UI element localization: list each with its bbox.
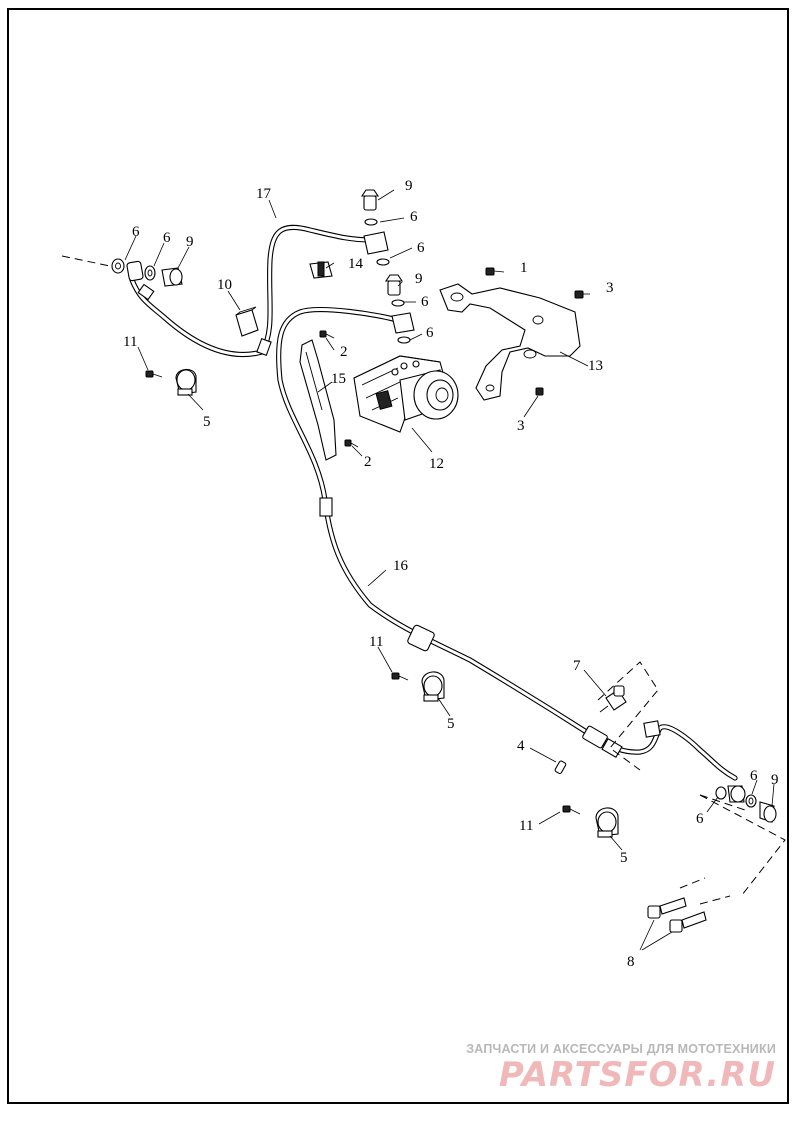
callout-4: 4 [517,738,525,754]
callout-11-top: 11 [123,334,137,350]
callout-8: 8 [627,954,635,970]
callout-7: 7 [573,658,581,674]
bolts-8 [647,897,707,933]
callout-6-right1: 6 [750,768,758,784]
leader-lines [124,189,775,951]
callout-6-right2: 6 [696,811,704,827]
watermark-logo: PARTSFOR.RU [498,1055,776,1095]
right-fittings [715,785,777,823]
callout-13: 13 [588,358,603,374]
reference-lines [61,255,786,905]
part-4-fitting [554,760,567,775]
callout-15: 15 [331,371,346,387]
brake-line-17 [129,224,375,358]
callout-5-bottom: 5 [620,850,628,866]
callout-12: 12 [429,456,444,472]
callout-6-left1: 6 [132,224,140,240]
abs-module-12 [353,355,459,433]
callout-9-right: 9 [771,772,779,788]
screws-2 [319,330,359,448]
part-10-block [235,306,259,337]
callout-11-bottom: 11 [519,818,533,834]
callout-9-mid: 9 [415,271,423,287]
brake-line-16 [276,307,738,781]
callout-5-mid: 5 [447,716,455,732]
upper-center-fittings [309,189,415,344]
clamp-5-middle [391,671,445,702]
clamp-5-lower [562,805,619,838]
callout-6-top2: 6 [417,240,425,256]
sensor-7 [599,685,627,713]
callout-6-top: 6 [410,209,418,225]
callout-9-left: 9 [186,234,194,250]
diagram-frame [7,8,789,1104]
callout-9-top: 9 [405,178,413,194]
callout-16: 16 [393,558,409,574]
callout-labels: 17 9 6 6 14 9 6 6 1 3 13 3 6 6 9 10 11 5… [123,178,779,970]
callout-6-mid2: 6 [426,325,434,341]
callout-14: 14 [348,256,364,272]
callout-10: 10 [217,277,232,293]
callout-3-top: 3 [606,280,614,296]
clamp-5-upper [145,368,197,396]
callout-1: 1 [520,260,528,276]
watermark: ЗАПЧАСТИ И АКСЕССУАРЫ ДЛЯ МОТОТЕХНИКИ PA… [466,1042,776,1094]
callout-11-mid: 11 [369,634,383,650]
watermark-tagline: ЗАПЧАСТИ И АКСЕССУАРЫ ДЛЯ МОТОТЕХНИКИ [466,1042,776,1056]
callout-2-bottom: 2 [364,454,372,470]
callout-6-left2: 6 [163,230,171,246]
bracket-13 [439,267,590,401]
left-fittings [111,258,183,287]
callout-3-bottom: 3 [517,418,525,434]
callout-2-top: 2 [340,344,348,360]
bracket-15 [299,339,337,461]
callout-5-top: 5 [203,414,211,430]
callout-17: 17 [256,186,272,202]
callout-6-mid: 6 [421,294,429,310]
